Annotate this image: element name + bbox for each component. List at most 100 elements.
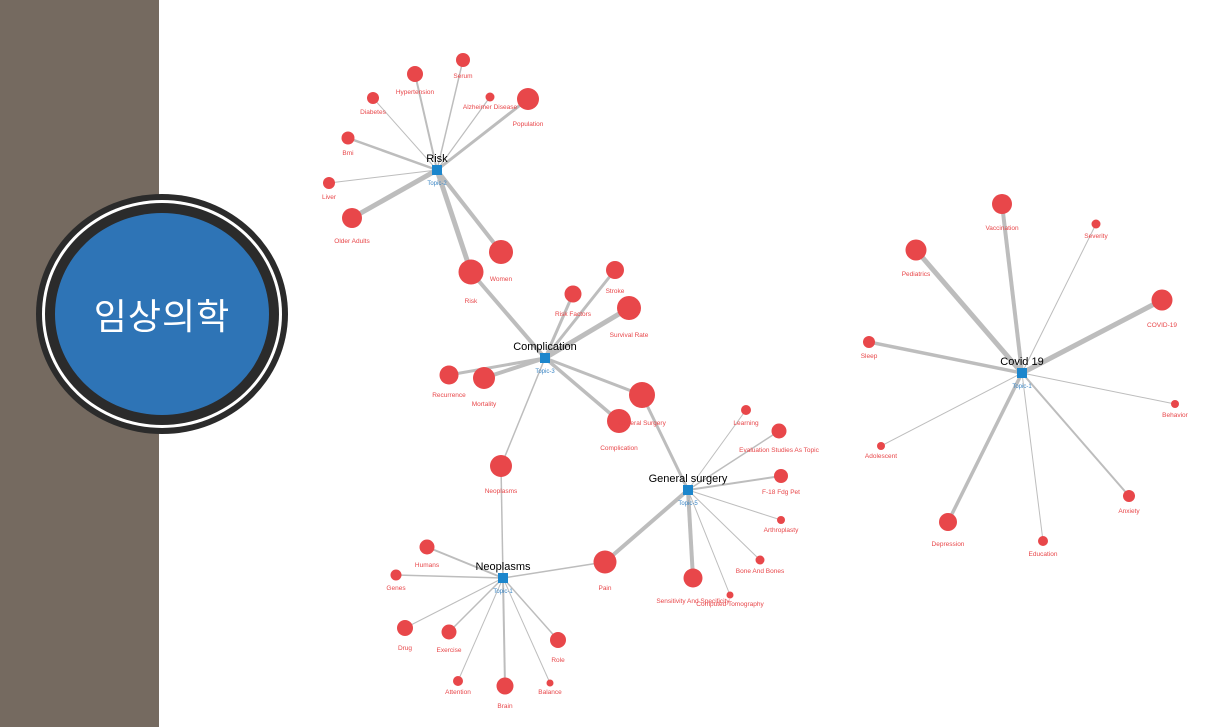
node-attention[interactable]: [453, 676, 463, 686]
edge-neoplasms-humans: [426, 546, 504, 579]
node-learning[interactable]: [741, 405, 751, 415]
edge-complication-neoplasms: [500, 357, 546, 467]
node-label-anxiety: Anxiety: [1118, 508, 1140, 515]
edge-neoplasms-balance: [502, 577, 551, 684]
topic-node-general-surgery[interactable]: [683, 485, 693, 495]
node-mortality[interactable]: [473, 367, 495, 389]
node-risk-factors[interactable]: [564, 285, 582, 303]
node-education[interactable]: [1038, 536, 1048, 546]
node-liver[interactable]: [323, 177, 335, 189]
edge-covid-19-anxiety: [1021, 372, 1130, 497]
node-covid-19[interactable]: [1151, 289, 1173, 311]
edge-complication-general-surgery: [544, 356, 643, 397]
node-label-role: Role: [551, 657, 565, 664]
node-severity[interactable]: [1091, 219, 1101, 229]
node-label-stroke: Stroke: [606, 288, 625, 295]
node-stroke[interactable]: [606, 261, 624, 279]
node-bone-and-bones[interactable]: [755, 555, 765, 565]
node-label-drug: Drug: [398, 645, 412, 652]
node-f-18-fdg-pet[interactable]: [774, 469, 788, 483]
edge-risk-liver: [328, 169, 438, 184]
node-diabetes[interactable]: [367, 92, 379, 104]
node-label-vaccination: Vaccination: [985, 225, 1019, 232]
node-label-computed-tomography: Computed Tomography: [696, 601, 764, 608]
node-drug[interactable]: [397, 620, 413, 636]
node-label-covid-19: COVID-19: [1147, 322, 1177, 329]
node-vaccination[interactable]: [992, 194, 1012, 214]
topic-node-risk[interactable]: [432, 165, 442, 175]
edge-covid-19-severity: [1021, 223, 1097, 374]
topic-node-covid-19[interactable]: [1017, 368, 1027, 378]
node-label-hypertension: Hypertension: [396, 89, 435, 96]
node-role[interactable]: [550, 632, 566, 648]
node-survival-rate[interactable]: [617, 296, 641, 320]
node-brain[interactable]: [496, 677, 514, 695]
node-pain[interactable]: [593, 550, 617, 574]
node-label-exercise: Exercise: [437, 647, 462, 654]
edge-neoplasms-brain: [502, 577, 506, 687]
node-label-recurrence: Recurrence: [432, 392, 466, 399]
node-label-humans: Humans: [415, 562, 440, 569]
edge-risk-older-adults: [350, 167, 439, 221]
node-arthroplasty[interactable]: [777, 516, 785, 524]
badge-title: 임상의학: [93, 297, 231, 338]
node-population[interactable]: [517, 88, 539, 110]
node-exercise[interactable]: [441, 624, 457, 640]
node-computed-tomography[interactable]: [726, 591, 734, 599]
node-hypertension[interactable]: [407, 66, 423, 82]
edge-general-surgery-f-18-fdg-pet: [687, 475, 782, 491]
node-evaluation-studies-as-topic[interactable]: [771, 423, 787, 439]
node-label-attention: Attention: [445, 689, 471, 696]
node-pediatrics[interactable]: [905, 239, 927, 261]
node-label-diabetes: Diabetes: [360, 109, 386, 116]
topic-name-covid-19: Covid 19: [1000, 356, 1043, 368]
node-label-f-18-fdg-pet: F-18 Fdg Pet: [762, 489, 800, 496]
node-women[interactable]: [489, 240, 513, 264]
node-label-older-adults: Older Adults: [334, 238, 370, 245]
node-serum[interactable]: [456, 53, 470, 67]
node-label-mortality: Mortality: [472, 401, 497, 408]
node-label-general-surgery: General Surgery: [618, 420, 666, 427]
edge-complication-recurrence: [448, 356, 546, 377]
topic-name-complication: Complication: [513, 341, 577, 353]
node-alzheimer-disease[interactable]: [485, 92, 495, 102]
edge-risk-risk: [434, 169, 474, 273]
edge-neoplasms-attention: [457, 577, 504, 682]
edge-risk-hypertension: [414, 73, 438, 171]
node-sleep[interactable]: [863, 336, 875, 348]
node-behavior[interactable]: [1171, 400, 1179, 408]
node-older-adults[interactable]: [342, 208, 362, 228]
edge-general-surgery-bone-and-bones: [687, 489, 761, 561]
edge-covid-19-adolescent: [880, 372, 1023, 447]
edge-general-surgery-arthroplasty: [687, 489, 782, 521]
topic-node-neoplasms[interactable]: [498, 573, 508, 583]
edge-general-surgery-sensitivity-and-specificity: [686, 489, 695, 579]
topic-node-complication[interactable]: [540, 353, 550, 363]
node-sensitivity-and-specificity[interactable]: [683, 568, 703, 588]
node-depression[interactable]: [939, 513, 957, 531]
node-anxiety[interactable]: [1123, 490, 1135, 502]
node-humans[interactable]: [419, 539, 435, 555]
edge-risk-alzheimer-disease: [436, 96, 491, 171]
edge-general-surgery-learning: [687, 409, 747, 491]
node-label-depression: Depression: [932, 541, 965, 548]
node-balance[interactable]: [546, 679, 554, 687]
node-risk[interactable]: [458, 259, 484, 285]
node-adolescent[interactable]: [877, 442, 885, 450]
title-badge: 임상의학: [55, 213, 269, 415]
node-complication[interactable]: [607, 409, 631, 433]
node-general-surgery[interactable]: [629, 382, 655, 408]
node-label-bmi: Bmi: [342, 150, 353, 157]
node-bmi[interactable]: [341, 131, 355, 145]
node-label-alzheimer-disease: Alzheimer Disease: [463, 104, 518, 111]
node-genes[interactable]: [390, 569, 402, 581]
node-label-evaluation-studies-as-topic: Evaluation Studies As Topic: [739, 447, 819, 454]
edge-general-surgery-evaluation-studies-as-topic: [687, 430, 780, 491]
node-label-women: Women: [490, 276, 513, 283]
node-label-adolescent: Adolescent: [865, 453, 897, 460]
edge-covid-19-behavior: [1021, 372, 1176, 405]
topic-tag-risk: Topic-2: [427, 181, 447, 187]
node-recurrence[interactable]: [439, 365, 459, 385]
edge-covid-19-pediatrics: [914, 248, 1024, 375]
node-neoplasms[interactable]: [490, 455, 512, 477]
